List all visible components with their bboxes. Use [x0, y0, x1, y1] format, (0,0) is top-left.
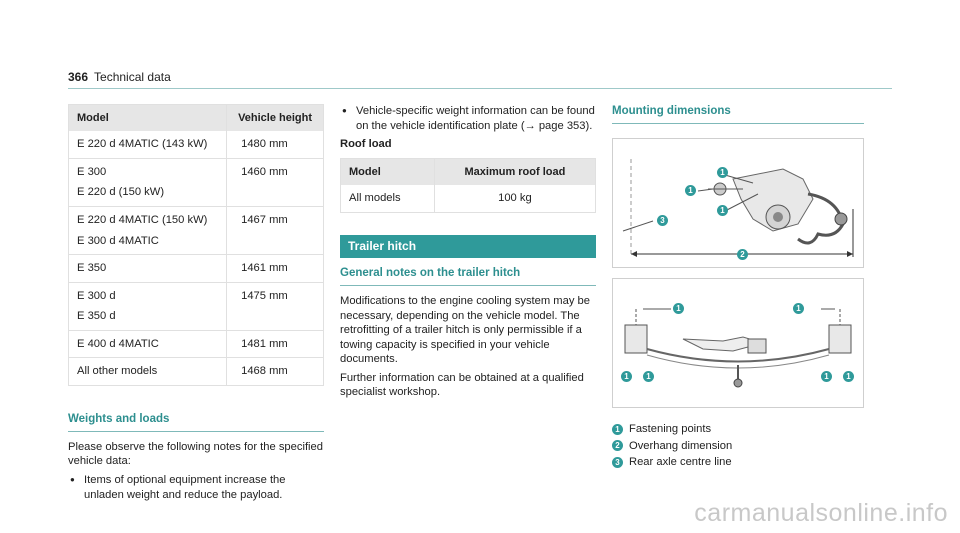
callout-badge-1: 1	[793, 302, 804, 314]
table-row: All other models 1468 mm	[68, 357, 324, 386]
table-header-row: Model Maximum roof load	[340, 158, 596, 185]
cell-height: 1468 mm	[226, 357, 324, 386]
trailer-para-2: Further information can be obtained at a…	[340, 371, 584, 399]
cell-model: All other models	[68, 357, 227, 386]
model-name: E 350 d	[77, 310, 116, 323]
legend-text: Rear axle centre line	[629, 456, 732, 469]
col-load-header: Maximum roof load	[433, 158, 596, 185]
legend-number-badge: 1	[612, 423, 623, 435]
cell-height: 1467 mm	[226, 206, 324, 256]
cell-model: E 350	[68, 254, 227, 283]
cell-model: E 400 d 4MATIC	[68, 330, 227, 359]
figure-legend: 1 Fastening points 2 Overhang dimension 3 Rea…	[612, 422, 864, 470]
cell-model: E 220 d 4MATIC (150 kW) E 300 d 4MATIC	[68, 206, 227, 256]
side-view-diagram: 1 1 1 3 2	[612, 137, 864, 268]
table-row: E 400 d 4MATIC 1481 mm	[68, 330, 324, 359]
model-name: E 300 d 4MATIC	[77, 234, 159, 247]
cell-height: 1481 mm	[226, 330, 324, 359]
model-name: E 220 d 4MATIC (143 kW)	[77, 138, 208, 151]
model-name: E 220 d 4MATIC (150 kW)	[77, 213, 208, 226]
legend-item: 1 Fastening points	[612, 422, 864, 437]
table-row: E 300 d E 350 d 1475 mm	[68, 282, 324, 331]
legend-number-badge: 2	[612, 440, 623, 452]
legend-item: 3 Rear axle centre line	[612, 455, 864, 470]
callout-badge-1: 1	[821, 370, 832, 382]
col-height-header: Vehicle height	[226, 104, 324, 132]
page-header: 366 Technical data	[68, 70, 171, 86]
model-name: E 220 d (150 kW)	[77, 186, 165, 199]
trailer-hitch-rear-illustration	[624, 308, 852, 388]
callout-badge-1: 1	[843, 370, 854, 382]
cell-model: E 220 d 4MATIC (143 kW)	[68, 131, 227, 159]
callout-badge-1: 1	[717, 204, 728, 216]
callout-badge-1: 1	[685, 184, 696, 196]
rear-view-diagram: 1 1 1 1 1 1	[612, 277, 864, 408]
weights-list-continued: Vehicle-specific weight information can …	[340, 104, 596, 133]
callout-badge-1: 1	[643, 370, 654, 382]
callout-badge-1: 1	[673, 302, 684, 314]
trailer-notes-title: General notes on the trailer hitch	[340, 258, 596, 287]
model-name: E 350	[77, 262, 107, 275]
table-row: All models 100 kg	[340, 184, 596, 213]
middle-column: Vehicle-specific weight information can …	[340, 104, 596, 400]
model-name: E 300	[77, 165, 107, 178]
table-header-row: Model Vehicle height	[68, 104, 324, 132]
header-divider	[68, 88, 892, 89]
cell-height: 1480 mm	[226, 131, 324, 159]
cell-height: 1460 mm	[226, 158, 324, 207]
roof-load-table: Model Maximum roof load All models 100 k…	[340, 157, 596, 213]
weights-title: Weights and loads	[68, 412, 324, 432]
legend-text: Overhang dimension	[629, 439, 733, 452]
col-model-header: Model	[68, 104, 227, 132]
table-row: E 350 1461 mm	[68, 254, 324, 283]
roof-load-title: Roof load	[340, 138, 392, 151]
table-row: E 220 d 4MATIC (143 kW) 1480 mm	[68, 131, 324, 159]
model-name: All other models	[77, 365, 158, 378]
list-item: Vehicle-specific weight information can …	[340, 104, 596, 133]
cell-model: E 300 d E 350 d	[68, 282, 227, 331]
col-model-header: Model	[340, 158, 435, 185]
trailer-para-1: Modifications to the engine cooling syst…	[340, 295, 590, 366]
cell-height: 1461 mm	[226, 254, 324, 283]
section-name: Technical data	[94, 70, 171, 84]
cell-height: 1475 mm	[226, 282, 324, 331]
page-number: 366	[68, 70, 89, 84]
callout-badge-1: 1	[621, 370, 632, 382]
callout-badge-3: 3	[657, 214, 668, 226]
callout-badge-2: 2	[737, 248, 748, 260]
left-column: Model Vehicle height E 220 d 4MATIC (143…	[68, 104, 324, 504]
callout-badge-1: 1	[717, 166, 728, 178]
legend-text: Fastening points	[629, 422, 712, 435]
table-row: E 220 d 4MATIC (150 kW) E 300 d 4MATIC 146…	[68, 206, 324, 256]
cell-model: E 300 E 220 d (150 kW)	[68, 158, 227, 207]
model-name: E 300 d	[77, 289, 116, 302]
weights-list: Items of optional equipment increase the…	[68, 473, 324, 502]
vehicle-height-table: Model Vehicle height E 220 d 4MATIC (143…	[68, 104, 324, 386]
watermark: carmanualsonline.info	[694, 498, 948, 527]
legend-number-badge: 3	[612, 456, 623, 468]
mounting-title: Mounting dimensions	[612, 104, 864, 124]
cell-load: 100 kg	[433, 184, 596, 213]
legend-item: 2 Overhang dimension	[612, 439, 864, 454]
trailer-hitch-bar: Trailer hitch	[340, 234, 596, 259]
table-row: E 300 E 220 d (150 kW) 1460 mm	[68, 158, 324, 207]
model-name: E 400 d 4MATIC	[77, 337, 159, 350]
right-column: Mounting dimensions 1 1 1 3 2	[612, 104, 864, 472]
cell-model: All models	[340, 184, 435, 213]
trailer-hitch-side-illustration	[622, 158, 854, 257]
list-item: Items of optional equipment increase the…	[68, 473, 324, 502]
weights-intro: Please observe the following notes for t…	[68, 440, 323, 468]
